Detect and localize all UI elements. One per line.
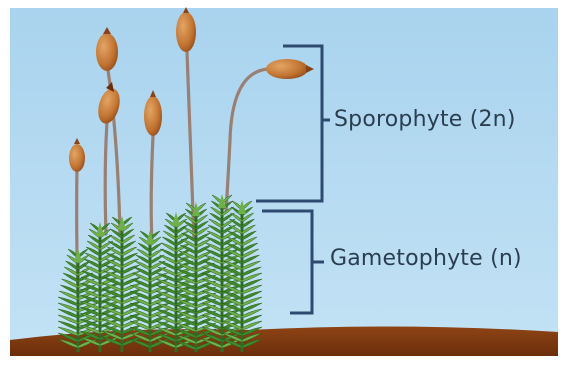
stalk xyxy=(151,136,153,242)
stalk xyxy=(105,122,107,234)
sporophyte-label: Sporophyte (2n) xyxy=(334,107,516,132)
gametophyte-label: Gametophyte (n) xyxy=(330,246,522,271)
